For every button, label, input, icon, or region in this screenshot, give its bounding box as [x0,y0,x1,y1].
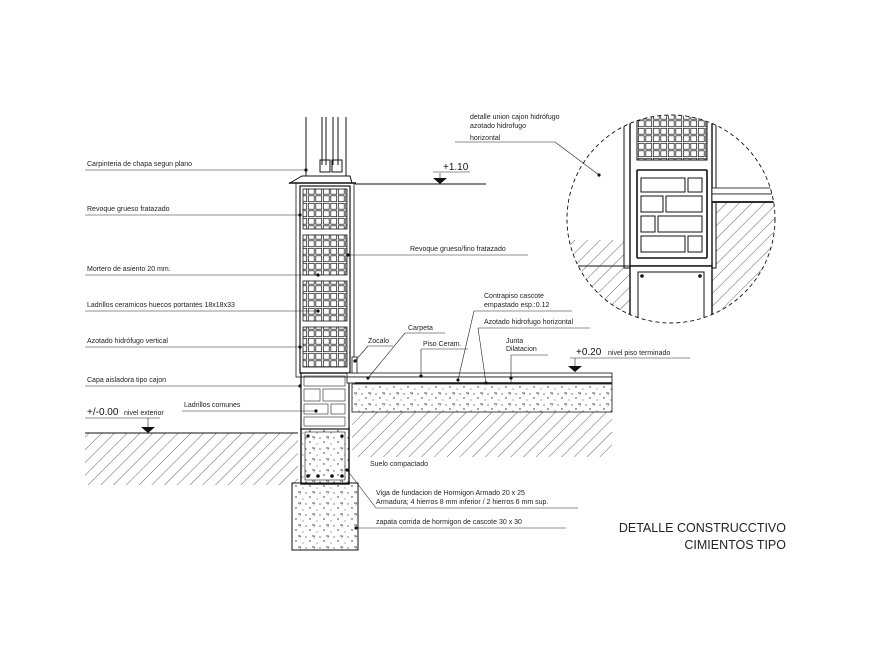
label-viga-2: Armadura; 4 hierros 8 mm inferior / 2 hi… [376,499,548,506]
label-zocalo: Zocalo [368,338,389,345]
level-floor-value: +0.20 [576,347,602,358]
label-suelo: Suelo compactado [370,461,428,468]
label-capa-aisladora: Capa aisladora tipo cajon [87,377,166,384]
label-ladrillos-ceramicos: Ladrillos ceramicos huecos portantes 18x… [87,302,235,309]
label-azotado-vertical: Azotado hidrófugo vertical [87,338,168,345]
label-contrapiso-1: Contrapiso cascote [484,293,544,300]
label-carpinteria: Carpinteria de chapa segun plano [87,161,192,168]
drawing-title: DETALLE CONSTRUCCTIVO CIMIENTOS TIPO [619,521,786,552]
label-junta-2: Dilatacion [506,346,537,353]
floor-layers [346,356,613,413]
steel-window-frame [288,117,356,184]
left-annotations: Carpinteria de chapa segun plano Revoque… [85,161,318,412]
title-line-2: CIMIENTOS TIPO [684,538,786,552]
label-detalle-3: horizontal [470,135,501,142]
label-contrapiso-2: empastado esp.:0.12 [484,302,549,309]
title-line-1: DETALLE CONSTRUCCTIVO [619,521,786,535]
label-zapata: zapata corrida de hormigon de cascote 30… [376,519,522,526]
label-piso-ceram: Piso Ceram. [423,341,462,348]
detail-callout: detalle union cajon hidrófugo azotado hi… [455,114,600,176]
footing-zapata [291,482,359,551]
foundation-beam [300,427,350,485]
label-detalle-2: azotado hidrofugo [470,123,526,130]
level-floor-text: nivel piso terminado [608,350,670,357]
floor-annotations: Revoque grueso/fino fratazado Zocalo Car… [346,246,590,529]
common-bricks-wall [300,372,350,430]
label-junta-1: Junta [506,338,523,345]
level-marker-floor: +0.20 nivel piso terminado [568,347,690,372]
level-exterior-text: nivel exterior [124,410,164,417]
label-azotado-horizontal: Azotado hidrofugo horizontal [484,319,574,326]
label-revoque-grueso: Revoque grueso fratazado [87,206,170,213]
label-carpeta: Carpeta [408,325,433,332]
detail-circle [566,114,776,324]
ground-soil-hatch [85,412,612,485]
label-mortero: Mortero de asiento 20 mm. [87,266,171,273]
label-revoque-fino: Revoque grueso/fino fratazado [410,246,506,253]
label-viga-1: Viga de fundacion de Hormigon Armado 20 … [376,490,525,497]
level-marker-110: +1.10 [355,162,486,185]
level-marker-exterior: +/-0.00 nivel exterior [85,407,164,433]
level-110-label: +1.10 [443,162,469,173]
label-detalle-1: detalle union cajon hidrófugo [470,114,560,121]
level-exterior-value: +/-0.00 [87,407,119,418]
label-ladrillos-comunes: Ladrillos comunes [184,402,241,409]
ceramic-brick-wall [295,182,355,378]
